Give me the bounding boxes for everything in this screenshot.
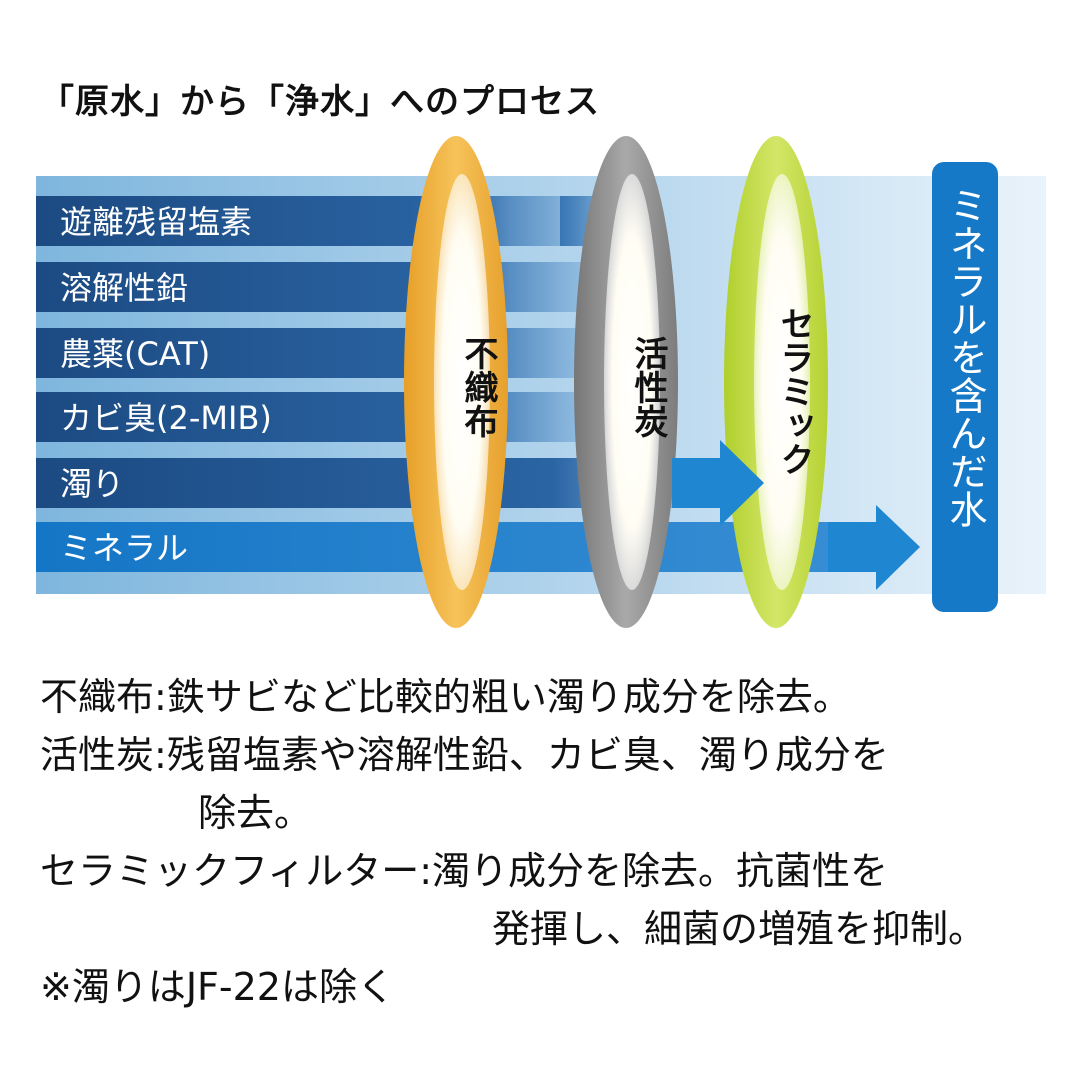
mineral-arrow	[828, 505, 920, 590]
term-ceramic: セラミックフィルター:	[40, 849, 433, 893]
text-nonwoven: 鉄サビなど比較的粗い濁り成分を除去。	[166, 675, 851, 719]
label-lead: 溶解性鉛	[60, 269, 188, 307]
filter-ceramic	[724, 136, 828, 628]
desc-row-carbon-cont: 除去。	[40, 784, 1050, 842]
filter-descriptions: 不織布: 鉄サビなど比較的粗い濁り成分を除去。 活性炭: 残留塩素や溶解性鉛、カ…	[40, 668, 1050, 1016]
label-pesticide: 農薬(CAT)	[60, 335, 210, 373]
diagram-title: 「原水」から「浄水」へのプロセス	[40, 82, 600, 122]
label-turbidity: 濁り	[60, 465, 124, 503]
text-carbon: 残留塩素や溶解性鉛、カビ臭、濁り成分を	[166, 733, 889, 777]
desc-note: ※濁りはJF-22は除く	[40, 958, 1050, 1016]
label-mineral: ミネラル	[60, 529, 188, 567]
turbidity-arrow	[672, 440, 764, 526]
text-carbon-cont: 除去。	[198, 791, 313, 835]
filter-activated-carbon	[574, 136, 678, 628]
desc-row-nonwoven: 不織布: 鉄サビなど比較的粗い濁り成分を除去。	[40, 668, 1050, 726]
output-label: ミネラルを含んだ水	[943, 186, 987, 528]
desc-row-ceramic: セラミックフィルター: 濁り成分を除去。抗菌性を	[40, 842, 1050, 900]
term-carbon: 活性炭:	[40, 733, 167, 777]
filter-label-nonwoven: 不織布	[458, 336, 498, 438]
desc-row-carbon: 活性炭: 残留塩素や溶解性鉛、カビ臭、濁り成分を	[40, 726, 1050, 784]
output-box	[932, 162, 998, 612]
desc-row-ceramic-cont: 発揮し、細菌の増殖を抑制。	[40, 900, 1050, 958]
text-ceramic: 濁り成分を除去。抗菌性を	[432, 849, 889, 893]
note-text: ※濁りはJF-22は除く	[40, 965, 395, 1009]
text-ceramic-cont: 発揮し、細菌の増殖を抑制。	[492, 907, 987, 951]
label-mold-odor: カビ臭(2-MIB)	[60, 399, 272, 437]
filter-nonwoven	[404, 136, 508, 628]
term-nonwoven: 不織布:	[40, 675, 167, 719]
filtration-diagram: 遊離残留塩素 溶解性鉛 農薬(CAT) カビ臭(2-MIB) 濁り ミネラル 不…	[36, 136, 1046, 628]
label-chlorine: 遊離残留塩素	[60, 203, 252, 241]
filter-label-carbon: 活性炭	[628, 336, 668, 438]
filter-label-ceramic: セラミック	[774, 306, 814, 476]
